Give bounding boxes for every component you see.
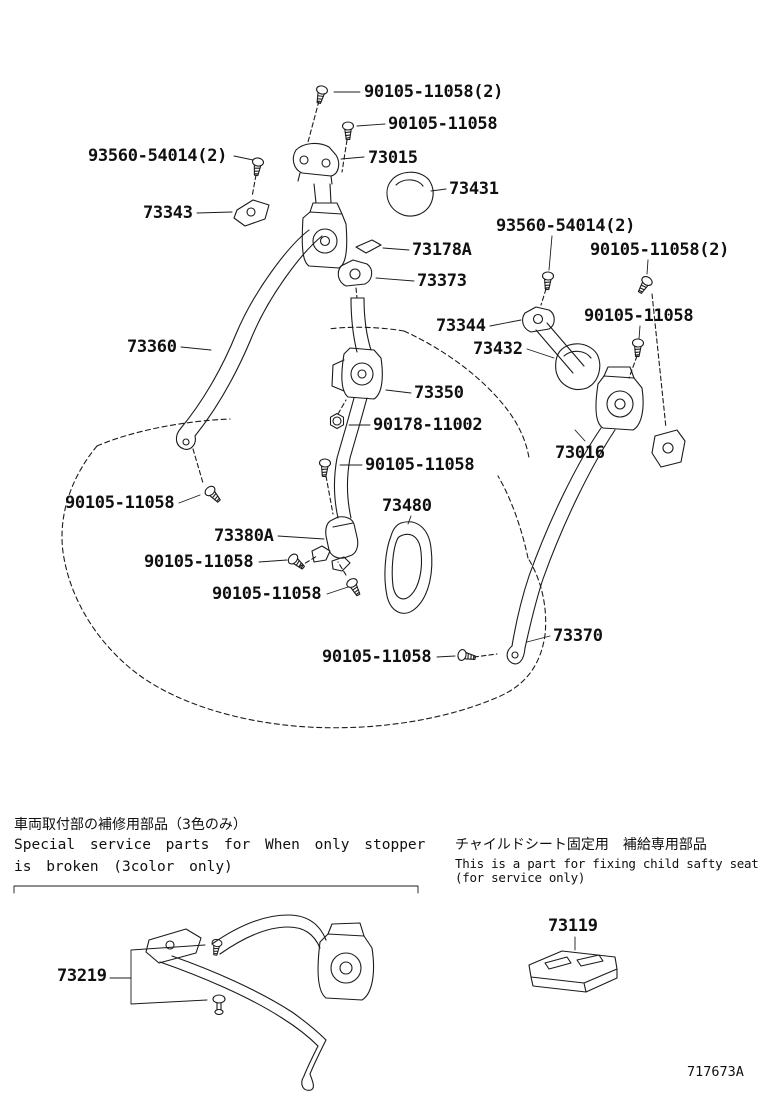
part-label-90105-11058-x2-top: 90105-11058(2) [364,82,504,102]
service-note-right-en1: This is a part for fixing child safty se… [455,856,759,871]
seat-outline [61,326,547,729]
part-label-73360: 73360 [127,337,177,357]
part-73343-drawing [233,199,270,227]
retractor-left-drawing [301,183,348,269]
part-label-73350: 73350 [414,383,464,403]
part-73016-anchor-drawing [651,429,686,468]
part-label-90105-11058-buckle1: 90105-11058 [144,552,254,572]
leader-lines [178,91,649,658]
belt-73370-drawing [506,427,616,665]
part-label-73380a: 73380A [214,526,274,546]
part-73344-drawing [522,306,555,333]
belt-73350-drawing [333,297,372,519]
subdiagram-73219 [13,885,419,1091]
part-label-73016: 73016 [555,443,605,463]
part-73373-drawing [337,259,373,287]
part-label-93560-54014-right: 93560-54014(2) [496,216,636,236]
part-label-90178-11002: 90178-11002 [373,415,483,435]
part-label-90105-11058-right: 90105-11058 [584,306,694,326]
part-label-73370: 73370 [553,626,603,646]
part-73015-drawing [292,142,340,185]
part-label-90105-11058-left: 90105-11058 [65,493,175,513]
retractor-center-drawing [331,347,383,400]
part-label-73178a: 73178A [412,240,472,260]
subdiagram-73119 [528,936,618,993]
bolt-axis-lines [192,100,667,658]
part-73480-drawing [384,521,433,614]
part-label-90105-11058-center: 90105-11058 [365,455,475,475]
part-label-73119: 73119 [548,916,598,936]
part-73380a-drawing [311,516,359,572]
belt-73360-drawing [175,229,323,450]
part-label-73432: 73432 [473,339,523,359]
part-label-90105-11058-x2-right: 90105-11058(2) [590,240,730,260]
part-label-73015: 73015 [368,148,418,168]
part-label-73344: 73344 [436,316,486,336]
retractor-right-drawing [535,322,644,431]
service-note-left-jp: 車両取付部の補修用部品（3色のみ） [14,817,247,833]
part-73431-drawing [386,171,434,217]
part-label-93560-54014-left: 93560-54014(2) [88,146,228,166]
service-note-right-jp: チャイルドシート固定用 補給専用部品 [455,837,707,853]
part-73432-drawing [555,343,601,390]
service-note-left-en2: is broken (3color only) [14,859,233,875]
part-label-90105-11058-bottom: 90105-11058 [322,647,432,667]
nut-drawing [329,412,345,430]
part-73178a-drawing [355,239,382,254]
drawing-code: 717673A [687,1064,744,1080]
part-label-73373: 73373 [417,271,467,291]
part-label-73431: 73431 [449,179,499,199]
service-note-right-en2: (for service only) [455,870,586,885]
part-label-73219: 73219 [57,966,107,986]
part-label-73480: 73480 [382,496,432,516]
bolt-drawings [202,84,655,664]
part-label-90105-11058-upper: 90105-11058 [388,114,498,134]
part-label-73343: 73343 [143,203,193,223]
part-label-90105-11058-buckle2: 90105-11058 [212,584,322,604]
service-note-left-en1: Special service parts for When only stop… [14,837,426,853]
